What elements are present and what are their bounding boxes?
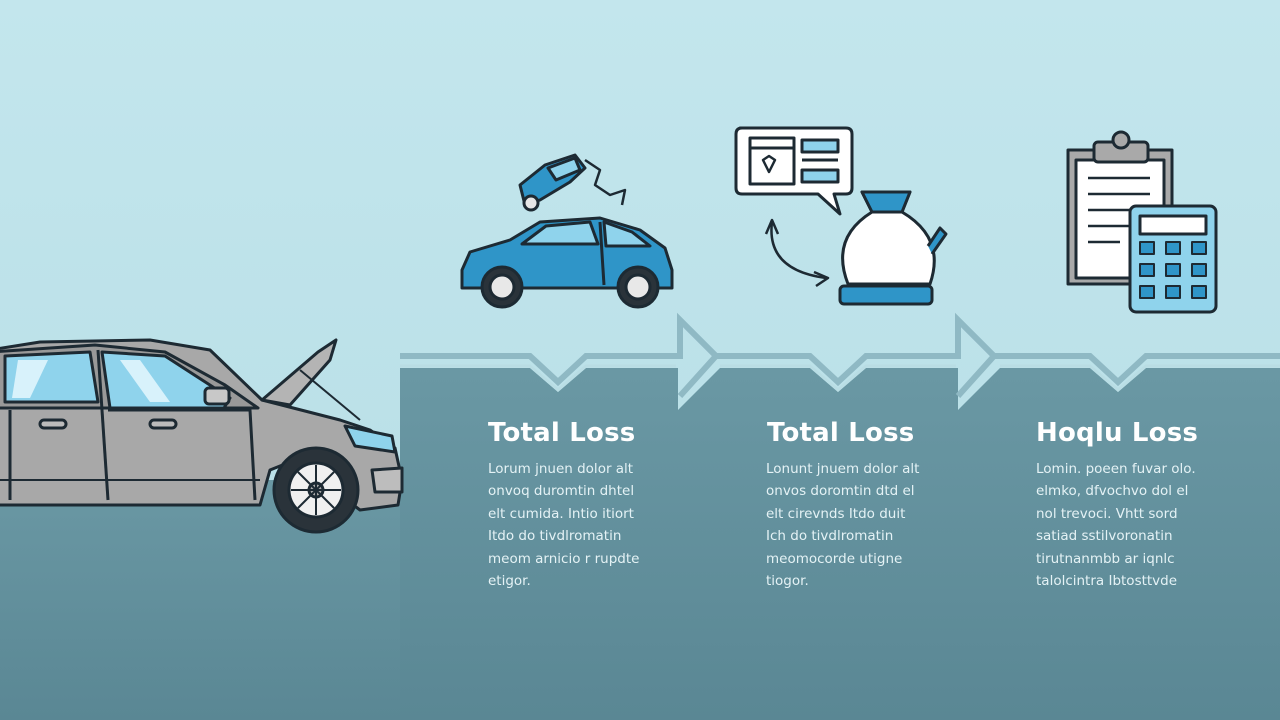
broken-car-icon: [460, 153, 674, 309]
step-2-body: Lonunt jnuem dolor alt onvos doromtin dt…: [766, 461, 920, 590]
step-3-body: Lomin. poeen fuvar olo. elmko, dfvochvo …: [1036, 461, 1196, 590]
step-3-title: Hoqlu Loss: [1036, 418, 1199, 448]
timeline-band: [400, 368, 1280, 720]
clipboard-calculator-icon: [1066, 130, 1218, 314]
timeline-line: [400, 312, 1280, 399]
document-money-bag-icon: [734, 126, 948, 306]
step-2-title: Total Loss: [767, 418, 915, 448]
gray-car-open-hood: [0, 338, 404, 534]
step-1-body: Lorum jnuen dolor alt onvoq duromtin dht…: [488, 461, 640, 590]
step-1-title: Total Loss: [488, 418, 636, 448]
